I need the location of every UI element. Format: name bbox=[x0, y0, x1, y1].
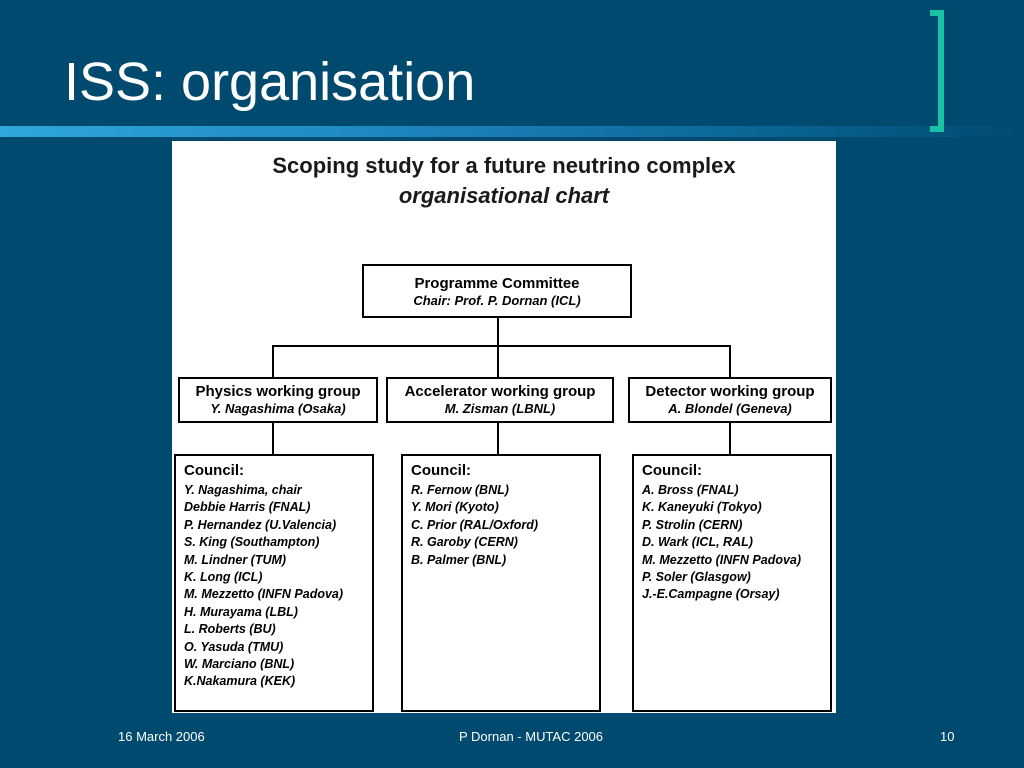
bracket-decoration bbox=[930, 10, 944, 132]
list-item: M. Lindner (TUM) bbox=[184, 552, 287, 567]
list-item: Y. Mori (Kyoto) bbox=[411, 500, 499, 515]
title-underline bbox=[0, 126, 1024, 137]
list-item: D. Wark (ICL, RAL) bbox=[642, 535, 753, 550]
detector-working-group-box: Detector working group A. Blondel (Genev… bbox=[628, 377, 832, 423]
physics-council-box: Council: Y. Nagashima, chair Debbie Harr… bbox=[174, 454, 374, 712]
list-item: P. Strolin (CERN) bbox=[642, 517, 743, 532]
chart-subtitle: organisational chart bbox=[398, 183, 610, 208]
group-name: Accelerator working group bbox=[404, 383, 596, 400]
list-item: O. Yasuda (TMU) bbox=[184, 639, 284, 654]
list-item: M. Mezzetto (INFN Padova) bbox=[184, 587, 344, 602]
list-item: S. King (Southampton) bbox=[184, 535, 320, 550]
group-lead: Y. Nagashima (Osaka) bbox=[210, 401, 346, 416]
list-item: M. Mezzetto (INFN Padova) bbox=[642, 552, 802, 567]
list-item: K. Kaneyuki (Tokyo) bbox=[642, 500, 762, 515]
programme-committee-box: Programme Committee Chair: Prof. P. Dorn… bbox=[362, 264, 632, 318]
detector-council-list: A. Bross (FNAL) K. Kaneyuki (Tokyo) P. S… bbox=[642, 482, 822, 604]
group-name: Physics working group bbox=[195, 383, 361, 400]
connector-physics bbox=[272, 345, 274, 378]
list-item: H. Murayama (LBL) bbox=[184, 604, 298, 619]
connector-physics-council bbox=[272, 423, 274, 454]
group-lead: M. Zisman (LBNL) bbox=[444, 401, 556, 416]
committee-name: Programme Committee bbox=[414, 275, 580, 292]
accelerator-working-group-box: Accelerator working group M. Zisman (LBN… bbox=[386, 377, 614, 423]
connector-committee-down bbox=[497, 318, 499, 346]
list-item: L. Roberts (BU) bbox=[184, 622, 276, 637]
list-item: B. Palmer (BNL) bbox=[411, 552, 507, 567]
chart-title: Scoping study for a future neutrino comp… bbox=[272, 153, 736, 178]
connector-accelerator bbox=[497, 345, 499, 378]
list-item: Debbie Harris (FNAL) bbox=[184, 500, 311, 515]
chart-heading: Scoping study for a future neutrino comp… bbox=[172, 151, 836, 211]
list-item: W. Marciano (BNL) bbox=[184, 657, 295, 672]
detector-council-box: Council: A. Bross (FNAL) K. Kaneyuki (To… bbox=[632, 454, 832, 712]
org-chart-panel: Scoping study for a future neutrino comp… bbox=[172, 141, 836, 713]
connector-horizontal bbox=[272, 345, 731, 347]
list-item: Y. Nagashima, chair bbox=[184, 483, 302, 497]
physics-council-list: Y. Nagashima, chair Debbie Harris (FNAL)… bbox=[184, 482, 364, 691]
physics-working-group-box: Physics working group Y. Nagashima (Osak… bbox=[178, 377, 378, 423]
footer-author: P Dornan - MUTAC 2006 bbox=[459, 729, 604, 744]
council-heading: Council: bbox=[184, 462, 244, 479]
connector-detector bbox=[729, 345, 731, 378]
list-item: J.-E.Campagne (Orsay) bbox=[642, 587, 780, 602]
list-item: P. Hernandez (U.Valencia) bbox=[184, 517, 337, 532]
list-item: K. Long (ICL) bbox=[184, 570, 263, 585]
accelerator-council-list: R. Fernow (BNL) Y. Mori (Kyoto) C. Prior… bbox=[411, 482, 591, 569]
page-number: 10 bbox=[940, 729, 955, 744]
list-item: P. Soler (Glasgow) bbox=[642, 570, 751, 585]
group-name: Detector working group bbox=[645, 383, 815, 400]
list-item: C. Prior (RAL/Oxford) bbox=[411, 517, 539, 532]
list-item: R. Garoby (CERN) bbox=[411, 535, 518, 550]
connector-accelerator-council bbox=[497, 423, 499, 454]
group-lead: A. Blondel (Geneva) bbox=[668, 401, 792, 416]
list-item: K.Nakamura (KEK) bbox=[184, 674, 296, 689]
footer-date: 16 March 2006 bbox=[118, 729, 205, 744]
list-item: R. Fernow (BNL) bbox=[411, 483, 509, 497]
slide-title: ISS: organisation bbox=[64, 52, 476, 112]
connector-detector-council bbox=[729, 423, 731, 454]
council-heading: Council: bbox=[411, 462, 471, 479]
committee-chair: Chair: Prof. P. Dornan (ICL) bbox=[413, 293, 581, 308]
list-item: A. Bross (FNAL) bbox=[642, 483, 739, 497]
council-heading: Council: bbox=[642, 462, 702, 479]
accelerator-council-box: Council: R. Fernow (BNL) Y. Mori (Kyoto)… bbox=[401, 454, 601, 712]
